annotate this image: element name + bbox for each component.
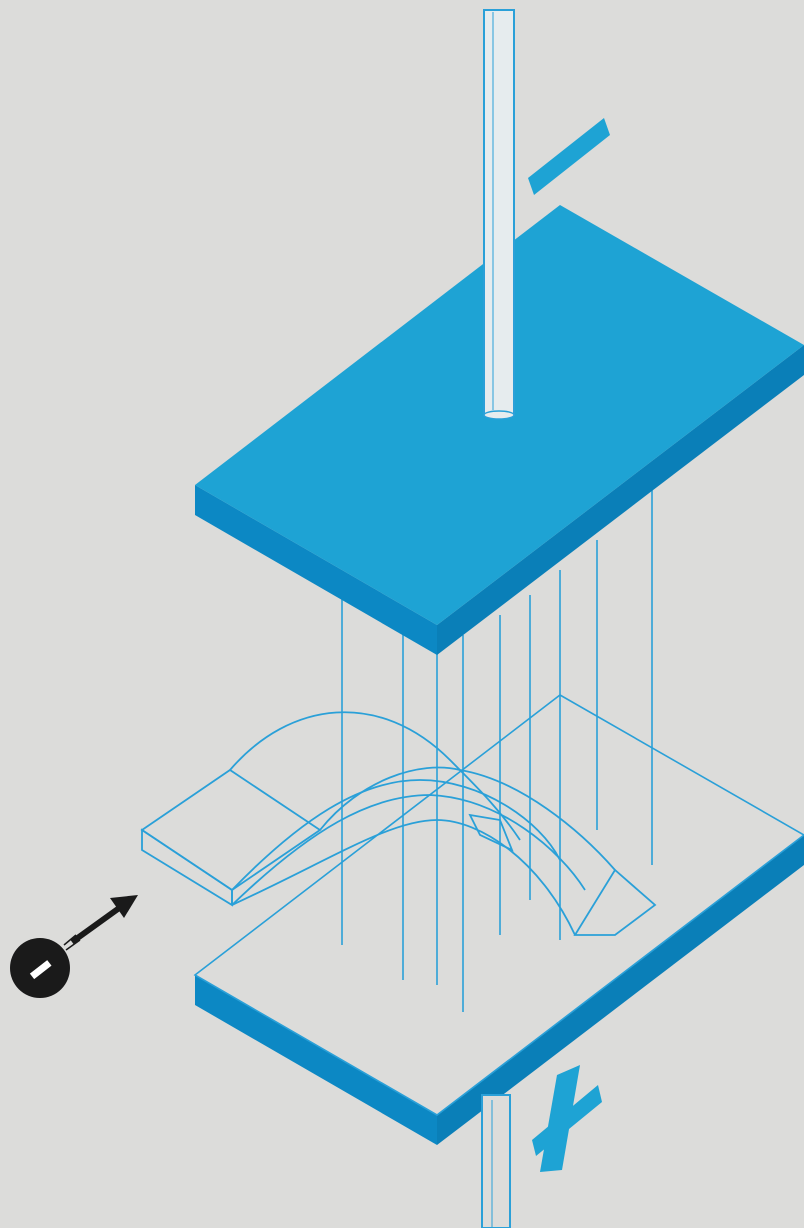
electron-arrow-shaft bbox=[70, 903, 124, 945]
negative-plate-side-right bbox=[437, 345, 804, 655]
positive-rod bbox=[481, 1094, 511, 1228]
deflected-beam bbox=[140, 711, 657, 936]
negative-plate-side-left bbox=[195, 485, 437, 655]
positive-plate-side-right bbox=[437, 835, 804, 1145]
electron-arrow-head bbox=[110, 895, 138, 918]
positive-plate-side-left bbox=[195, 975, 437, 1145]
electron bbox=[10, 895, 138, 998]
plus-sign bbox=[532, 1065, 602, 1172]
minus-sign bbox=[528, 118, 610, 195]
electron-negative-sign bbox=[29, 960, 52, 980]
negative-rod bbox=[483, 9, 515, 420]
